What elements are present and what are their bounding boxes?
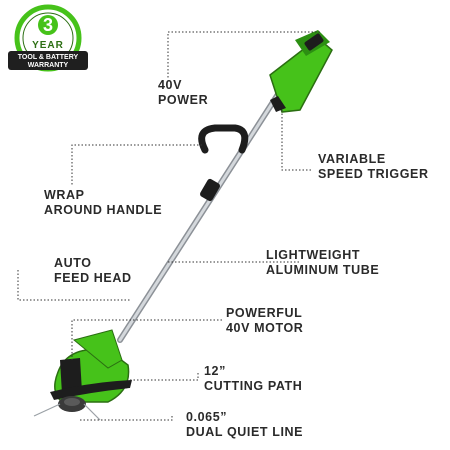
callout-line2: POWER — [158, 93, 209, 107]
callout-line2: CUTTING PATH — [204, 379, 303, 393]
callout-auto-feed-head: AUTO FEED HEAD — [54, 256, 132, 286]
callout-line1: 12” — [204, 364, 226, 378]
callout-line2: DUAL QUIET LINE — [186, 425, 304, 439]
callout-line1: POWERFUL — [226, 306, 303, 320]
callout-variable-speed-trigger: VARIABLE SPEED TRIGGER — [318, 152, 429, 182]
callout-line2: SPEED TRIGGER — [318, 167, 429, 181]
callout-line2: AROUND HANDLE — [44, 203, 163, 217]
rear-handle-battery — [269, 30, 333, 113]
callout-line1: VARIABLE — [318, 152, 386, 166]
warranty-badge-icon — [8, 4, 88, 72]
callout-lightweight-aluminum-tube: LIGHTWEIGHT ALUMINUM TUBE — [266, 248, 379, 278]
callout-line1: WRAP — [44, 188, 85, 202]
badge-ribbon-line1: TOOL & BATTERY — [18, 54, 79, 61]
callout-12-cutting-path: 12” CUTTING PATH — [204, 364, 302, 394]
badge-year-word: YEAR — [32, 40, 64, 51]
callout-line1: 0.065” — [186, 410, 228, 424]
callout-dual-quiet-line: 0.065” DUAL QUIET LINE — [186, 410, 303, 440]
callout-powerful-40v-motor: POWERFUL 40V MOTOR — [226, 306, 303, 336]
badge-years: 3 — [43, 15, 53, 35]
wrap-around-handle — [198, 124, 249, 202]
callout-line2: FEED HEAD — [54, 271, 132, 285]
callout-line2: 40V MOTOR — [226, 321, 304, 335]
callout-leaders — [17, 31, 320, 421]
callout-line2: ALUMINUM TUBE — [266, 263, 380, 277]
badge-ribbon-line2: WARRANTY — [28, 62, 69, 69]
callout-line1: AUTO — [54, 256, 92, 270]
callout-line1: 40V — [158, 78, 183, 92]
callout-line1: LIGHTWEIGHT — [266, 248, 361, 262]
callout-wrap-around-handle: WRAP AROUND HANDLE — [44, 188, 162, 218]
callout-40v-power: 40V POWER — [158, 78, 208, 108]
trimmer-head — [33, 329, 132, 421]
